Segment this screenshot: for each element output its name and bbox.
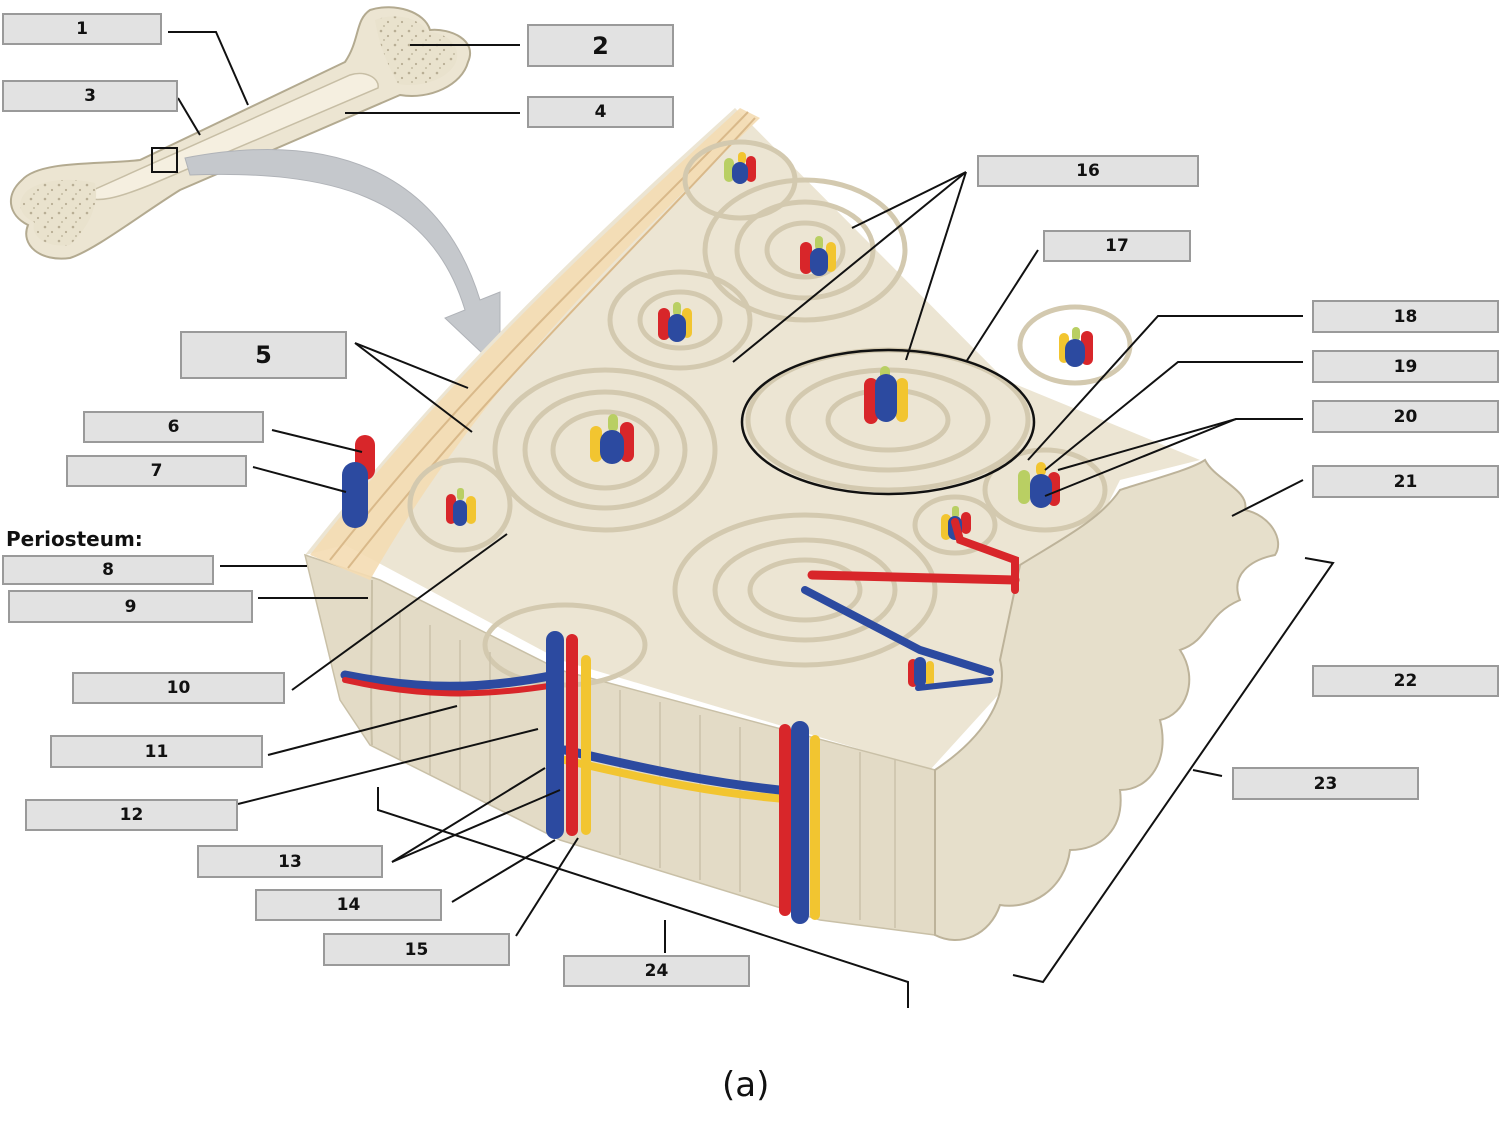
label-box-18[interactable]: 18 <box>1312 300 1499 333</box>
label-box-23[interactable]: 23 <box>1232 767 1419 800</box>
label-box-24[interactable]: 24 <box>563 955 750 987</box>
label-box-11[interactable]: 11 <box>50 735 263 768</box>
leader-lines <box>168 31 1335 1008</box>
label-box-17[interactable]: 17 <box>1043 230 1191 262</box>
label-box-1[interactable]: 1 <box>2 13 162 45</box>
label-box-19[interactable]: 19 <box>1312 350 1499 383</box>
label-box-14[interactable]: 14 <box>255 889 442 921</box>
label-box-9[interactable]: 9 <box>8 590 253 623</box>
label-box-5[interactable]: 5 <box>180 331 347 379</box>
periosteum-heading: Periosteum: <box>6 527 143 551</box>
label-box-12[interactable]: 12 <box>25 799 238 831</box>
label-box-22[interactable]: 22 <box>1312 665 1499 697</box>
label-box-3[interactable]: 3 <box>2 80 178 112</box>
long-bone-illustration <box>9 6 471 260</box>
label-box-6[interactable]: 6 <box>83 411 264 443</box>
label-box-13[interactable]: 13 <box>197 845 383 878</box>
spongy-bone-trabeculae <box>934 458 1280 941</box>
label-box-10[interactable]: 10 <box>72 672 285 704</box>
label-box-4[interactable]: 4 <box>527 96 674 128</box>
label-box-2[interactable]: 2 <box>527 24 674 67</box>
figure-caption: (a) <box>722 1065 770 1105</box>
label-box-15[interactable]: 15 <box>323 933 510 966</box>
label-box-8[interactable]: 8 <box>2 555 214 585</box>
label-box-16[interactable]: 16 <box>977 155 1199 187</box>
label-box-20[interactable]: 20 <box>1312 400 1499 433</box>
label-box-21[interactable]: 21 <box>1312 465 1499 498</box>
osteon-vessels <box>446 152 1093 687</box>
perforating-vessels <box>340 435 1020 924</box>
label-box-7[interactable]: 7 <box>66 455 247 487</box>
compact-bone-block <box>303 108 1200 936</box>
